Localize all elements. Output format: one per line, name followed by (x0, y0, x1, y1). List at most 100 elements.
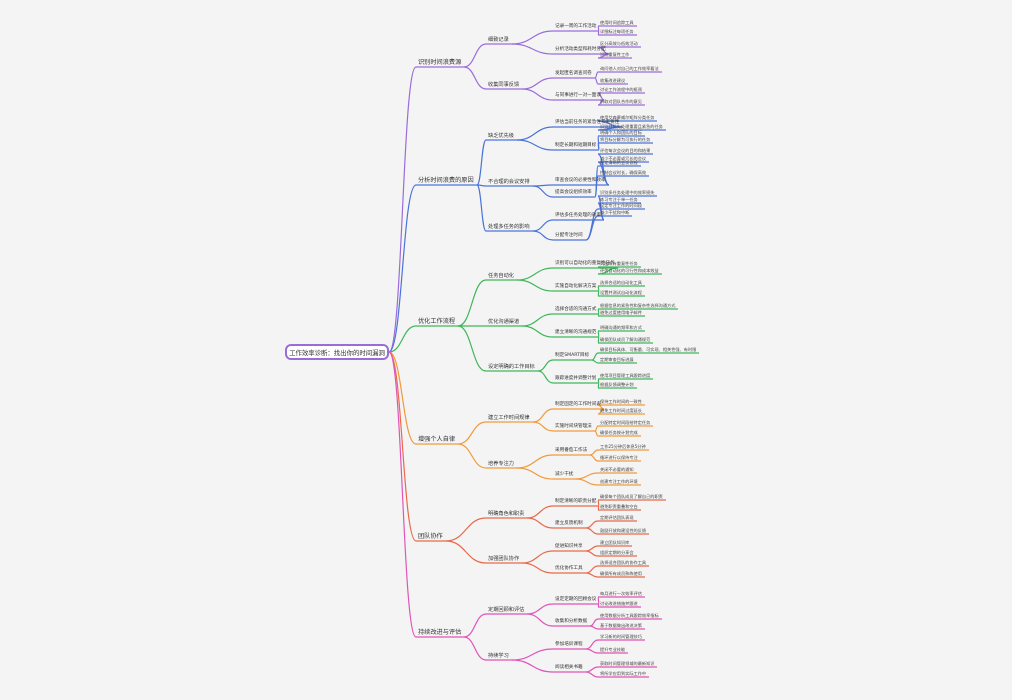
subtopic-node[interactable]: 与同事进行一对一面谈 (555, 92, 601, 98)
topic-node[interactable]: 缺乏优先级 (488, 132, 514, 139)
leaf-node[interactable]: 关闭不必要的通知 (600, 466, 634, 472)
leaf-node[interactable]: 确保团队成员了解沟通规范 (600, 336, 651, 342)
subtopic-node[interactable]: 跟踪进度并调整计划 (555, 375, 597, 381)
leaf-node[interactable]: 讨论工作流程中的瓶颈 (600, 86, 642, 92)
subtopic-node[interactable]: 制定清晰的职责分配 (555, 498, 597, 504)
subtopic-node[interactable]: 采用番茄工作法 (555, 447, 588, 453)
branch-node[interactable]: 识别时间浪费源 (418, 58, 462, 66)
subtopic-node[interactable]: 实施自动化解决方案 (555, 283, 597, 289)
subtopic-node[interactable]: 制定固定的工作时间表 (555, 401, 601, 407)
leaf-node[interactable]: 根据反馈调整计划 (600, 381, 634, 387)
topic-node[interactable]: 持续学习 (488, 652, 509, 659)
leaf-node[interactable]: 使用项目管理工具跟踪进度 (600, 372, 651, 378)
topic-node[interactable]: 建立工作时间规律 (488, 414, 530, 421)
leaf-node[interactable]: 保持工作时间的一致性 (600, 398, 642, 404)
leaf-node[interactable]: 使用艾森豪威尔矩阵分类任务 (600, 114, 655, 120)
leaf-node[interactable]: 工作25分钟后休息5分钟 (600, 443, 646, 449)
leaf-node[interactable]: 控制会议时长，确保高效 (600, 169, 647, 175)
leaf-node[interactable]: 循环进行以保持专注 (600, 454, 638, 460)
leaf-node[interactable]: 获取时间管理领域的最新知识 (600, 660, 655, 666)
leaf-node[interactable]: 提升专业技能 (600, 646, 626, 652)
leaf-node[interactable]: 创建专注工作的环境 (600, 478, 638, 484)
leaf-node[interactable]: 收集改进建议 (600, 77, 626, 83)
topic-node[interactable]: 定期回顾和评估 (488, 606, 525, 613)
subtopic-node[interactable]: 建立反馈机制 (555, 520, 583, 526)
topic-node[interactable]: 优化沟通渠道 (488, 318, 520, 325)
topic-node[interactable]: 设定明确的工作目标 (488, 363, 535, 370)
subtopic-node[interactable]: 阅读相关书籍 (555, 664, 583, 670)
branch-node[interactable]: 优化工作流程 (418, 317, 456, 325)
leaf-node[interactable]: 组织定期的分享会 (600, 549, 634, 555)
subtopic-node[interactable]: 发起匿名调查问卷 (555, 70, 592, 76)
leaf-node[interactable]: 避免过度使用电子邮件 (600, 309, 642, 315)
leaf-node[interactable]: 确保任务按计划完成 (600, 429, 638, 435)
leaf-node[interactable]: 避免工作时间过度延长 (600, 407, 642, 413)
leaf-node[interactable]: 确保每个团队成员了解自己的职责 (600, 493, 663, 499)
subtopic-node[interactable]: 分析活动类型和耗时分配 (555, 46, 606, 52)
subtopic-node[interactable]: 制定长期和短期目标 (555, 142, 597, 148)
subtopic-node[interactable]: 制定SMART目标 (555, 352, 590, 358)
topic-node[interactable]: 处理多任务的影响 (488, 223, 530, 230)
subtopic-node[interactable]: 减少干扰 (555, 471, 574, 477)
subtopic-node[interactable]: 识别可以自动化的重复性任务 (555, 260, 615, 266)
leaf-node[interactable]: 将目标分解为可执行的任务 (600, 136, 651, 142)
leaf-node[interactable]: 听取对团队合作的意见 (600, 98, 642, 104)
subtopic-node[interactable]: 收集和分析数据 (555, 618, 588, 624)
leaf-node[interactable]: 学习新的时间管理技巧 (600, 633, 642, 639)
subtopic-node[interactable]: 评估当前任务的紧急性和重要性 (555, 119, 620, 125)
subtopic-node[interactable]: 设定定期的回顾会议 (555, 596, 597, 602)
branch-node[interactable]: 增强个人自律 (418, 435, 456, 443)
leaf-node[interactable]: 确保目标具体、可衡量、可实现、相关性强、有时限 (600, 346, 697, 352)
leaf-node[interactable]: 分配特定时间段给特定任务 (600, 419, 651, 425)
subtopic-node[interactable]: 优化协作工具 (555, 565, 583, 571)
leaf-node[interactable]: 确保所有成员熟练使用 (600, 570, 642, 576)
topic-node[interactable]: 培养专注力 (488, 460, 514, 467)
branch-node[interactable]: 团队协作 (418, 532, 443, 540)
leaf-node[interactable]: 定期评估团队表现 (600, 514, 634, 520)
branch-node[interactable]: 持续改进与评估 (418, 628, 462, 636)
leaf-node[interactable]: 基于数据做出改进决策 (600, 622, 642, 628)
subtopic-node[interactable]: 评估多任务处理的效率 (555, 212, 601, 218)
branch-node[interactable]: 分析时间浪费的原因 (418, 176, 474, 184)
leaf-node[interactable]: 根据信息的紧急性和复杂性选择沟通方式 (600, 302, 676, 308)
leaf-node[interactable]: 选择适合团队的协作工具 (600, 559, 647, 565)
leaf-node[interactable]: 询问他人对自己的工作效率看法 (600, 65, 659, 71)
leaf-node[interactable]: 避免职责重叠和空白 (600, 503, 638, 509)
leaf-node[interactable]: 识别重复性工作 (600, 51, 630, 57)
topic-node[interactable]: 不合理的会议安排 (488, 178, 530, 185)
leaf-node[interactable]: 明确沟通的频率和方式 (600, 324, 642, 330)
subtopic-node[interactable]: 记录一周的工作活动 (555, 23, 597, 29)
leaf-node[interactable]: 设定专注工作的时间段 (600, 202, 642, 208)
leaf-node[interactable]: 选择合适的自动化工具 (600, 279, 642, 285)
leaf-node[interactable]: 建立团队知识库 (600, 539, 630, 545)
subtopic-node[interactable]: 参加培训课程 (555, 641, 583, 647)
leaf-node[interactable]: 减少干扰和中断 (600, 209, 630, 215)
leaf-node[interactable]: 将所学应用到实际工作中 (600, 670, 647, 676)
leaf-node[interactable]: 设置并测试自动化流程 (600, 289, 642, 295)
leaf-node[interactable]: 识别并优先处理重要且紧急的任务 (600, 123, 663, 129)
leaf-node[interactable]: 评估自动化的可行性和成本效益 (600, 267, 659, 273)
topic-node[interactable]: 明确角色和职责 (488, 510, 525, 517)
leaf-node[interactable]: 评估每次会议的目的和结果 (600, 147, 651, 153)
subtopic-node[interactable]: 分配专注时间 (555, 232, 583, 238)
subtopic-node[interactable]: 促进知识共享 (555, 543, 583, 549)
subtopic-node[interactable]: 选择合适的沟通方式 (555, 306, 597, 312)
topic-node[interactable]: 细致记录 (488, 36, 509, 43)
subtopic-node[interactable]: 实施时间块管理法 (555, 423, 592, 429)
leaf-node[interactable]: 识别多任务处理中的效率损失 (600, 189, 655, 195)
leaf-node[interactable]: 减少不必要或冗长的会议 (600, 155, 647, 161)
leaf-node[interactable]: 鼓励开放和建设性的反馈 (600, 527, 647, 533)
subtopic-node[interactable]: 审查会议的必要性和效率 (555, 177, 606, 183)
leaf-node[interactable]: 使用数据分析工具跟踪效率指标 (600, 612, 659, 618)
leaf-node[interactable]: 讨论改进措施并跟进 (600, 600, 638, 606)
leaf-node[interactable]: 区分高效与低效活动 (600, 40, 638, 46)
subtopic-node[interactable]: 建立清晰的沟通规范 (555, 329, 597, 335)
topic-node[interactable]: 加强团队协作 (488, 555, 520, 562)
topic-node[interactable]: 收集同事反馈 (488, 81, 520, 88)
root-node[interactable]: 工作效率诊断：找出你的时间漏洞 (285, 344, 389, 360)
leaf-node[interactable]: 制定清晰的会议议程 (600, 159, 638, 165)
leaf-node[interactable]: 定期审查目标进展 (600, 356, 634, 362)
leaf-node[interactable]: 详细标注每项任务 (600, 28, 634, 34)
topic-node[interactable]: 任务自动化 (488, 272, 514, 279)
leaf-node[interactable]: 明确个人和团队的目标 (600, 129, 642, 135)
